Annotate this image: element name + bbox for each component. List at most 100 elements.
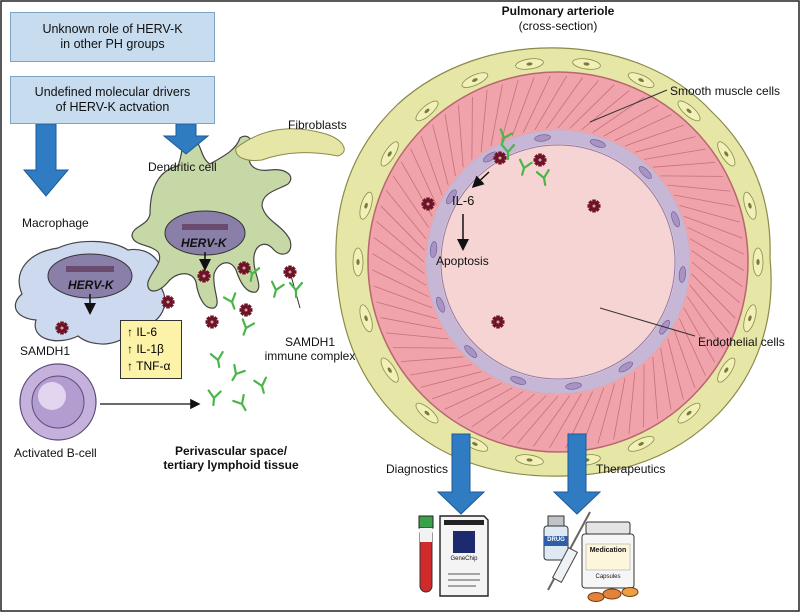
endothelium <box>426 130 690 394</box>
cytokine-tnfa: ↑ TNF-α <box>127 359 171 373</box>
macrophage-cell <box>14 240 166 345</box>
endothelial-nucleus <box>464 345 478 358</box>
apoptosis-label: Apoptosis <box>436 254 489 268</box>
antibody-icon <box>535 168 550 186</box>
samdh1-immune-line2: immune complex <box>264 349 356 363</box>
cytokine-box: ↑ IL-6 ↑ IL-1β ↑ TNF-α <box>120 320 182 379</box>
samdh1-icon <box>197 269 211 283</box>
dendritic-cell-label: Dendritic cell <box>148 160 217 174</box>
dendritic-cell <box>131 135 292 309</box>
unknown-role-line1: Unknown role of HERV-K <box>42 22 183 36</box>
samdh1-icon <box>491 315 505 329</box>
fibroblast-cell <box>572 58 601 70</box>
perivascular-line2: tertiary lymphoid tissue <box>163 458 299 472</box>
smooth-muscle-leader <box>589 89 668 123</box>
endothelial-nucleus <box>565 382 582 390</box>
endothelial-nucleus <box>436 296 445 313</box>
diagnostics-label: Diagnostics <box>386 462 449 476</box>
therapeutics-label: Therapeutics <box>596 462 666 476</box>
samdh1-icon <box>587 199 601 213</box>
fibroblast-cell <box>415 100 439 122</box>
macrophage-label: Macrophage <box>22 216 89 230</box>
endothelial-nucleus <box>638 166 652 179</box>
unknown-role-line2: in other PH groups <box>60 37 165 51</box>
arrow-to-dendritic-cell <box>162 123 210 155</box>
perivascular-line1: Perivascular space/ <box>174 444 288 458</box>
antibody-icon <box>232 393 247 412</box>
genechip-label: GeneChip <box>450 556 478 562</box>
herv-k-macrophage-label: HERV-K <box>68 278 114 292</box>
up-arrow-icon: ↑ <box>127 342 133 356</box>
samdh1-to-il6-arrow <box>471 171 490 189</box>
cytokine-il1b: ↑ IL-1β <box>127 342 164 356</box>
dna-strand <box>182 224 228 230</box>
activated-b-cell-label: Activated B-cell <box>14 446 97 460</box>
samdh1-icon <box>283 265 297 279</box>
fibroblasts-label: Fibroblasts <box>288 118 347 132</box>
endothelial-nucleus <box>446 189 457 205</box>
fibroblast-cell <box>677 100 701 122</box>
endothelial-nucleus <box>534 134 551 142</box>
blue-arrows <box>22 123 602 515</box>
fibroblast-cell <box>359 191 373 220</box>
medication-label: Medication <box>589 547 627 554</box>
pulmonary-arteriole <box>335 47 772 477</box>
fibroblast-cell <box>352 247 364 277</box>
endothelial-nucleus <box>678 266 686 283</box>
arrow-to-therapeutics <box>552 433 602 515</box>
pulmonary-arteriole-title: Pulmonary arteriole <box>501 4 615 18</box>
fibroblast-cell <box>415 402 439 424</box>
arrow-to-diagnostics <box>436 433 486 515</box>
cytokine-il6: ↑ IL-6 <box>127 325 158 339</box>
fibroblast-cell <box>380 141 399 167</box>
antibody-icon <box>241 318 256 336</box>
fibroblast-cell <box>627 72 655 88</box>
pills-icon <box>587 587 639 602</box>
samdh1-icon <box>533 153 547 167</box>
antibody-icon <box>209 350 224 368</box>
samdh1-icon <box>421 197 435 211</box>
antibody-icon <box>222 292 237 310</box>
fibroblast-cell <box>380 357 399 383</box>
fibroblast-cell <box>515 58 544 70</box>
perivascular-label: Perivascular space/ tertiary lymphoid ti… <box>136 444 326 472</box>
endothelial-cell-nuclei <box>430 134 686 390</box>
syringe-icon <box>547 511 591 591</box>
genechip-icon <box>439 515 489 597</box>
samdh1-immune-complex-label: SAMDH1 immune complex <box>258 335 362 363</box>
endothelial-nucleus <box>618 361 634 373</box>
up-arrow-icon: ↑ <box>127 359 133 373</box>
samdh1-icon <box>237 261 251 275</box>
fibroblast-cell <box>743 191 757 220</box>
drug-vial-icon <box>543 515 569 561</box>
endothelial-leader <box>599 307 696 337</box>
smooth-muscle-cells <box>371 75 745 449</box>
fibroblast-cell <box>461 72 489 88</box>
fibroblast-cell <box>717 141 736 167</box>
fibroblast-cell <box>359 304 373 333</box>
fibroblast-cell <box>677 402 701 424</box>
activated-b-cell <box>19 363 201 441</box>
endothelial-nucleus <box>589 139 606 148</box>
dna-strand <box>66 266 114 272</box>
drug-label: DRUG <box>547 537 565 543</box>
fibroblast-cell <box>752 247 764 277</box>
samdh1-label: SAMDH1 <box>20 344 71 358</box>
antibody-icon <box>270 280 285 298</box>
il6-lumen-label: IL-6 <box>452 193 475 208</box>
endothelial-nucleus <box>430 241 438 258</box>
samdh1-icon <box>205 315 219 329</box>
fibroblast-cell <box>743 304 757 333</box>
antibody-icon <box>207 389 222 407</box>
cross-section-label: (cross-section) <box>518 19 598 33</box>
herv-k-dendritic-label: HERV-K <box>181 236 227 250</box>
antibody-icon <box>253 376 268 394</box>
antibody-icon <box>500 143 516 161</box>
smooth-muscle-cells-label: Smooth muscle cells <box>670 84 781 98</box>
pill-bottle-icon <box>581 521 635 589</box>
